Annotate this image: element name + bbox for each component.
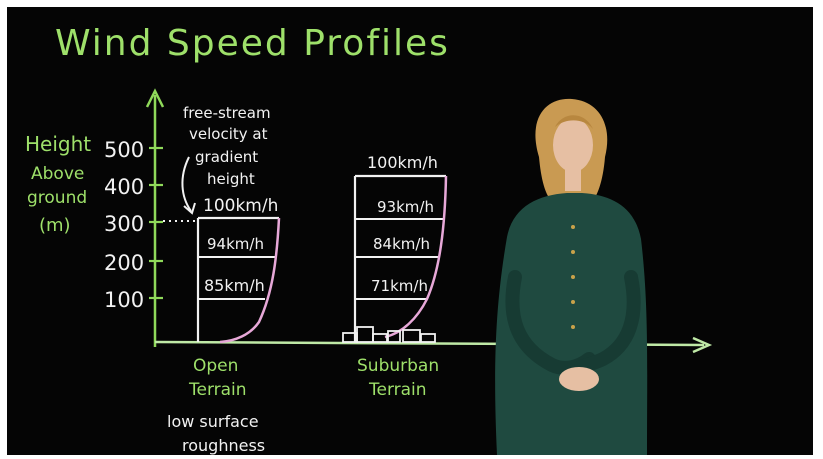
y-tick-label-400: 400 (104, 175, 144, 199)
y-tick-label-200: 200 (104, 251, 144, 275)
suburban-terrain-label-1: Suburban (357, 356, 439, 376)
open-terrain-speed-mid: 94km/h (207, 235, 264, 253)
open-terrain-speed-low: 85km/h (204, 276, 265, 295)
open-terrain-note-1: low surface (167, 412, 259, 431)
callout-arrow (181, 156, 192, 212)
lightboard-drawing: Wind Speed Profiles 500 400 300 200 100 … (25, 23, 713, 455)
y-tick-label-300: 300 (104, 212, 144, 236)
suburban-buildings (342, 326, 436, 343)
callout-line-4: height (207, 170, 255, 188)
open-terrain-label-2: Terrain (188, 380, 247, 400)
suburban-speed-top: 100km/h (367, 153, 438, 172)
y-tick-label-500: 500 (104, 138, 144, 162)
callout-line-3: gradient (195, 148, 258, 166)
suburban-speed-3: 84km/h (373, 235, 430, 253)
y-axis-label-line-4: (m) (39, 215, 71, 236)
open-terrain-note-2: roughness (182, 436, 265, 455)
suburban-speed-2: 93km/h (377, 198, 434, 216)
y-tick-label-100: 100 (104, 288, 144, 312)
y-axis-label-line-2: Above (31, 164, 84, 184)
x-axis-arrowhead (692, 336, 713, 354)
callout-line-1: free-stream (183, 104, 271, 122)
y-axis-label-line-3: ground (27, 188, 87, 208)
suburban-terrain-label-2: Terrain (368, 380, 427, 400)
open-terrain-profile (196, 216, 281, 344)
callout-line-2: velocity at (189, 125, 268, 143)
presenter-figure (495, 98, 648, 455)
callout-arrowhead (183, 202, 196, 215)
suburban-terrain-profile (353, 174, 448, 342)
diagram-title: Wind Speed Profiles (55, 23, 450, 64)
suburban-speed-4: 71km/h (371, 277, 428, 295)
lightboard-video-frame: Wind Speed Profiles 500 400 300 200 100 … (7, 7, 813, 455)
open-terrain-label-1: Open (193, 356, 238, 376)
y-axis-label-line-1: Height (25, 132, 91, 156)
open-terrain-speed-top: 100km/h (203, 196, 278, 216)
y-axis-arrowhead (145, 88, 165, 108)
